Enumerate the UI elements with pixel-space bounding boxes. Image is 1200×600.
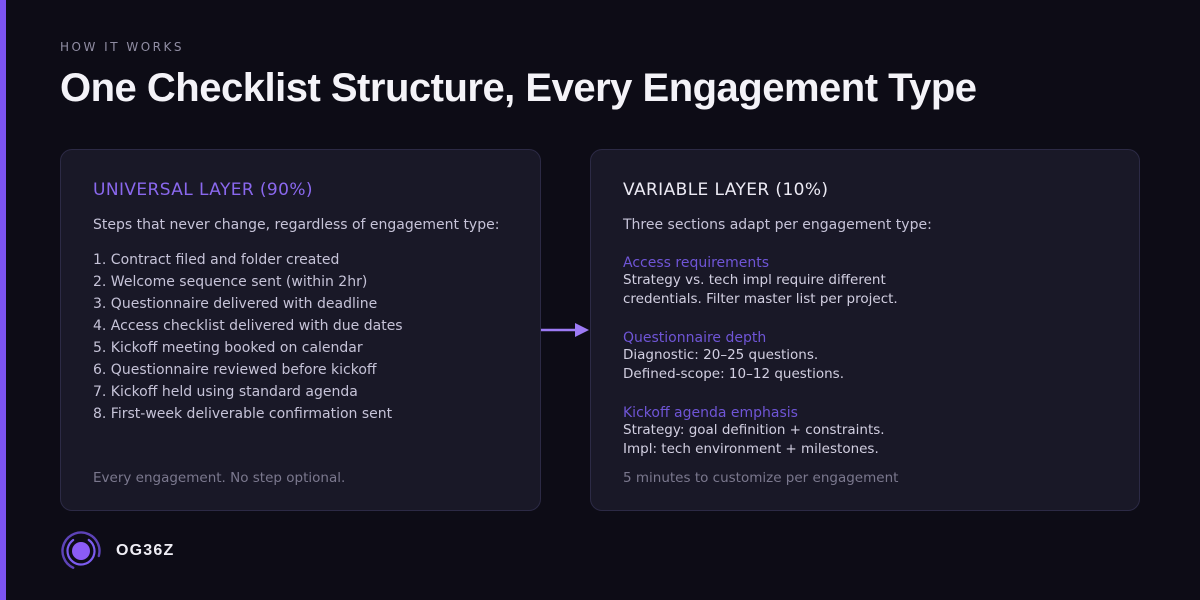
- step-item: 6. Questionnaire reviewed before kickoff: [93, 362, 377, 378]
- section-line: Strategy vs. tech impl require different: [623, 272, 886, 288]
- section-line: Defined-scope: 10–12 questions.: [623, 365, 844, 382]
- step-item: 5. Kickoff meeting booked on calendar: [93, 340, 363, 356]
- arrow-right-icon: [541, 323, 589, 337]
- section-line: credentials. Filter master list per proj…: [623, 290, 898, 307]
- section-title: Access requirements: [623, 255, 770, 271]
- step-item: 8. First-week deliverable confirmation s…: [93, 406, 393, 422]
- left-accent-bar: [0, 0, 6, 600]
- step-item: 3. Questionnaire delivered with deadline: [93, 296, 378, 312]
- logo-orbit-icon: [61, 531, 101, 571]
- logo: OG36Z: [60, 530, 174, 572]
- page-title: One Checklist Structure, Every Engagemen…: [60, 66, 977, 110]
- variable-card-heading: VARIABLE LAYER (10%): [623, 180, 829, 200]
- logo-text: OG36Z: [116, 542, 175, 559]
- step-item: 7. Kickoff held using standard agenda: [93, 384, 358, 400]
- universal-card-footer: Every engagement. No step optional.: [93, 470, 346, 486]
- universal-card-intro: Steps that never change, regardless of e…: [93, 217, 500, 233]
- section-line: Strategy: goal definition + constraints.: [623, 422, 885, 438]
- variable-section-access: Access requirements Strategy vs. tech im…: [623, 255, 1107, 308]
- variable-section-kickoff: Kickoff agenda emphasis Strategy: goal d…: [623, 405, 1107, 458]
- step-item: 1. Contract filed and folder created: [93, 252, 340, 268]
- cards-row: UNIVERSAL LAYER (90%) Steps that never c…: [60, 149, 1140, 511]
- variable-section-questionnaire: Questionnaire depth Diagnostic: 20–25 qu…: [623, 330, 1107, 383]
- section-title: Kickoff agenda emphasis: [623, 405, 798, 421]
- universal-card-heading: UNIVERSAL LAYER (90%): [93, 180, 313, 200]
- step-item: 2. Welcome sequence sent (within 2hr): [93, 274, 368, 290]
- variable-card-intro: Three sections adapt per engagement type…: [623, 217, 932, 233]
- section-line: Diagnostic: 20–25 questions.: [623, 347, 819, 363]
- universal-steps-list: 1. Contract filed and folder created 2. …: [93, 249, 508, 425]
- step-item: 4. Access checklist delivered with due d…: [93, 318, 403, 334]
- eyebrow-label: HOW IT WORKS: [60, 40, 184, 54]
- variable-layer-card: VARIABLE LAYER (10%) Three sections adap…: [590, 149, 1140, 511]
- universal-layer-card: UNIVERSAL LAYER (90%) Steps that never c…: [60, 149, 541, 511]
- cards-connector: [541, 322, 590, 338]
- section-line: Impl: tech environment + milestones.: [623, 440, 879, 457]
- variable-card-footer: 5 minutes to customize per engagement: [623, 470, 899, 486]
- page-content: HOW IT WORKS One Checklist Structure, Ev…: [60, 0, 1140, 600]
- section-title: Questionnaire depth: [623, 330, 767, 346]
